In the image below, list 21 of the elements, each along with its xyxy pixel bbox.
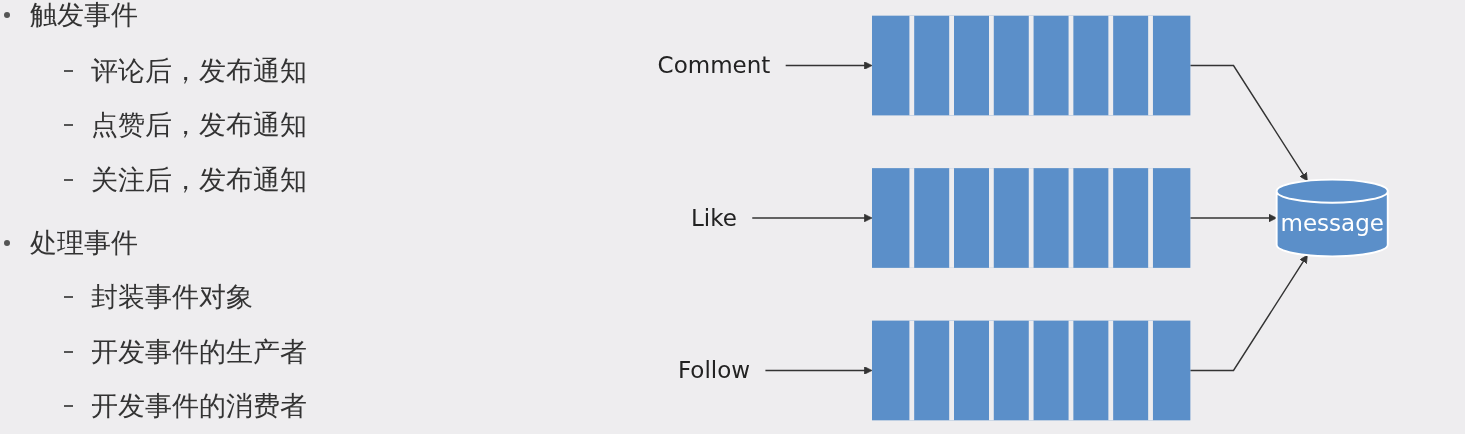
queue-box — [872, 168, 1191, 268]
list-heading: 处理事件 — [30, 226, 138, 260]
list-heading: 触发事件 — [30, 0, 138, 32]
queue-box — [872, 320, 1191, 421]
list-item: 评论后，发布通知 — [91, 54, 307, 88]
list-item: 关注后，发布通知 — [91, 163, 307, 197]
arrow — [1189, 213, 1278, 223]
node-label: Comment — [657, 52, 771, 79]
list-item: 开发事件的消费者 — [91, 389, 307, 423]
list-item: 开发事件的生产者 — [91, 335, 307, 369]
queue-box — [872, 15, 1191, 116]
node-label: Follow — [677, 357, 751, 384]
arrow — [1189, 254, 1308, 372]
arrow — [764, 366, 873, 375]
arrow — [751, 213, 873, 223]
list-item: 点赞后，发布通知 — [91, 108, 307, 142]
node-label: Like — [691, 204, 737, 232]
arrow — [1189, 64, 1308, 182]
list-item: 封装事件对象 — [91, 280, 253, 314]
database-cylinder: message — [1275, 178, 1389, 258]
arrow — [784, 61, 873, 70]
